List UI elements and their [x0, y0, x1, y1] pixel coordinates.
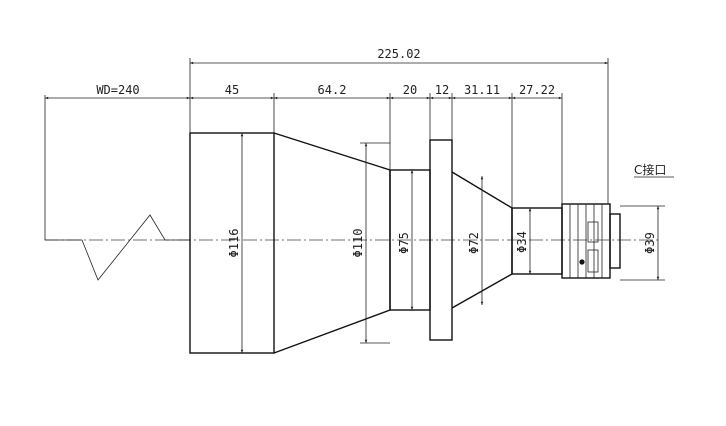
- c-mount-label: C接口: [634, 162, 666, 177]
- d72-label: Φ72: [467, 232, 481, 254]
- dimension-chain: WD=240 45 64.2 20 12 31.11 27.22: [44, 83, 563, 208]
- seg-12-label: 12: [435, 83, 449, 97]
- seg-64-2-label: 64.2: [318, 83, 347, 97]
- d116-label: Φ116: [227, 229, 241, 258]
- d34-label: Φ34: [515, 231, 529, 253]
- seg-20-label: 20: [403, 83, 417, 97]
- front-barrel: [189, 132, 275, 354]
- d75-label: Φ75: [397, 232, 411, 254]
- overall-length-label: 225.02: [377, 47, 420, 61]
- c-mount-thread: [609, 213, 621, 269]
- diameter-dimensions: Φ116 Φ110 Φ75 Φ72 Φ34 Φ39: [227, 133, 665, 353]
- wd-label: WD=240: [96, 83, 139, 97]
- lock-slot-lower: [587, 249, 599, 273]
- seg-27-22-label: 27.22: [519, 83, 555, 97]
- seg-31-11-label: 31.11: [464, 83, 500, 97]
- d39-label: Φ39: [643, 232, 657, 254]
- taper-section: [273, 132, 391, 354]
- seg-45-label: 45: [225, 83, 239, 97]
- lock-slot: [587, 221, 599, 243]
- lock-screw-icon: [579, 259, 585, 265]
- flange: [429, 139, 453, 341]
- object-break-line: [44, 95, 190, 281]
- d110-label: Φ110: [351, 229, 365, 258]
